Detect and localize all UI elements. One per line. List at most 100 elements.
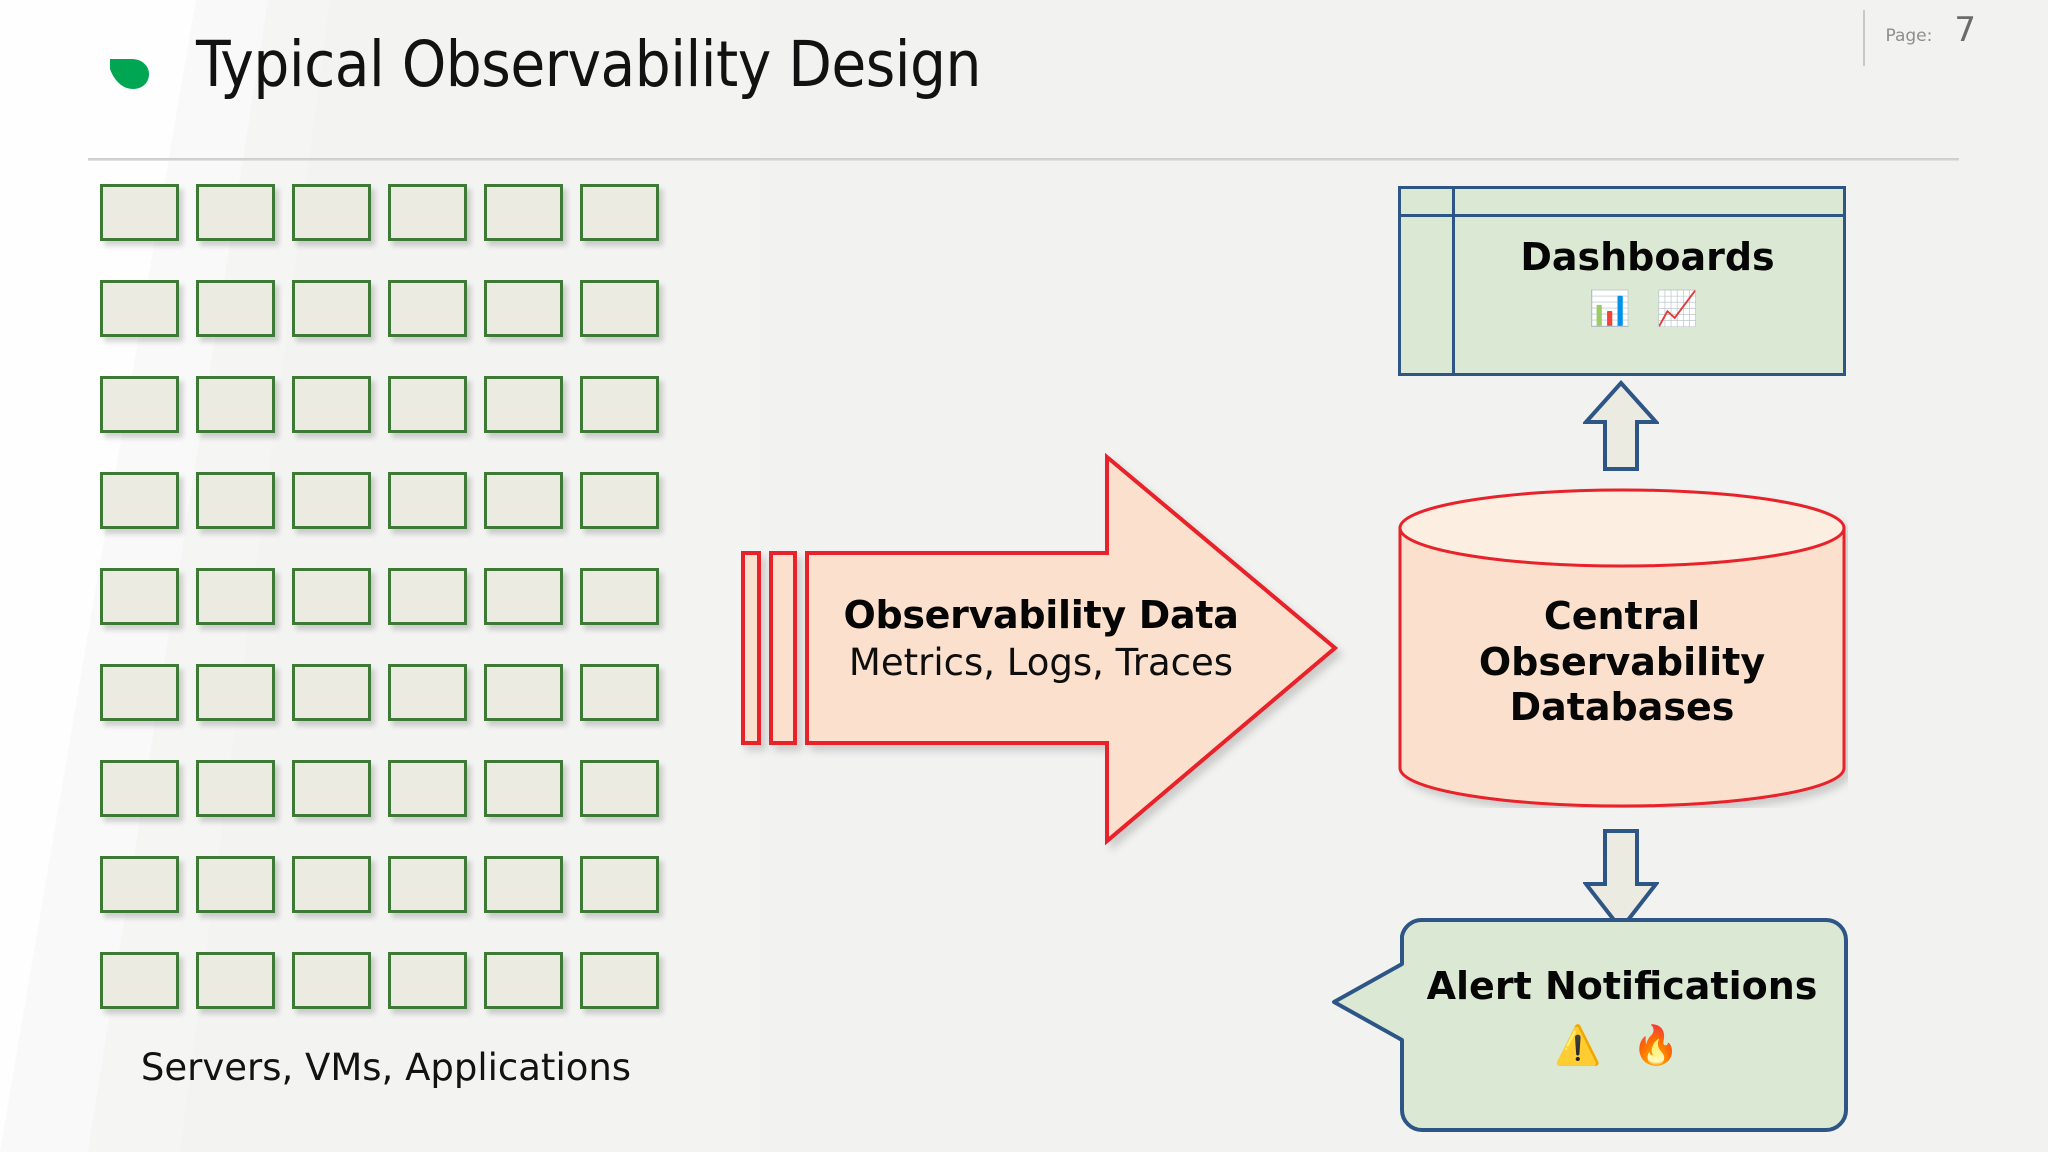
server-node-box bbox=[388, 280, 467, 337]
arrow-title: Observability Data bbox=[843, 593, 1239, 637]
server-node bbox=[576, 756, 672, 852]
server-node bbox=[576, 468, 672, 564]
server-node bbox=[288, 948, 384, 1044]
server-node-box bbox=[100, 472, 179, 529]
server-node bbox=[192, 948, 288, 1044]
server-node bbox=[384, 852, 480, 948]
server-node bbox=[192, 276, 288, 372]
server-node bbox=[96, 372, 192, 468]
server-node bbox=[384, 564, 480, 660]
server-node bbox=[480, 372, 576, 468]
server-node-box bbox=[484, 664, 563, 721]
server-node-box bbox=[388, 856, 467, 913]
server-grid bbox=[96, 180, 672, 1044]
server-node bbox=[288, 564, 384, 660]
down-arrow-icon bbox=[1583, 829, 1659, 932]
server-node-box bbox=[100, 856, 179, 913]
server-node bbox=[480, 660, 576, 756]
database-label-line-2: Observability bbox=[1478, 639, 1766, 684]
alert-title: Alert Notifications bbox=[1426, 964, 1818, 1008]
server-node-box bbox=[388, 760, 467, 817]
database-label: Central Observability Databases bbox=[1396, 594, 1848, 731]
dashboards-panel[interactable]: Dashboards 📊 📈 bbox=[1398, 186, 1846, 376]
server-node-box bbox=[196, 472, 275, 529]
server-node-box bbox=[388, 472, 467, 529]
central-database-cylinder[interactable]: Central Observability Databases bbox=[1396, 488, 1848, 808]
server-node-box bbox=[580, 952, 659, 1009]
server-node bbox=[576, 276, 672, 372]
server-node bbox=[384, 276, 480, 372]
server-node-box bbox=[484, 280, 563, 337]
server-node-box bbox=[292, 568, 371, 625]
server-node bbox=[288, 660, 384, 756]
header-divider bbox=[88, 158, 1959, 161]
server-node-box bbox=[292, 664, 371, 721]
server-node-box bbox=[388, 568, 467, 625]
server-node bbox=[576, 372, 672, 468]
server-node bbox=[96, 180, 192, 276]
server-node-box bbox=[484, 952, 563, 1009]
server-node-box bbox=[100, 952, 179, 1009]
server-node-box bbox=[100, 376, 179, 433]
server-node-box bbox=[292, 760, 371, 817]
server-node-box bbox=[100, 760, 179, 817]
server-node bbox=[480, 564, 576, 660]
server-node bbox=[384, 948, 480, 1044]
server-node-box bbox=[484, 184, 563, 241]
callout-bubble-icon bbox=[1332, 917, 1848, 1132]
striped-right-arrow-icon bbox=[741, 452, 1339, 846]
server-node bbox=[480, 276, 576, 372]
server-node-box bbox=[196, 568, 275, 625]
dashboards-title: Dashboards bbox=[1520, 235, 1775, 279]
server-node-box bbox=[292, 280, 371, 337]
server-node bbox=[288, 276, 384, 372]
server-node-box bbox=[196, 664, 275, 721]
server-node-box bbox=[292, 472, 371, 529]
database-label-line-3: Databases bbox=[1509, 685, 1735, 730]
server-node-box bbox=[196, 760, 275, 817]
green-leaf-logo-icon bbox=[110, 59, 149, 89]
server-node bbox=[96, 660, 192, 756]
dashboards-column-divider bbox=[1452, 189, 1455, 373]
server-node-box bbox=[292, 376, 371, 433]
server-node bbox=[384, 372, 480, 468]
server-node-box bbox=[292, 856, 371, 913]
server-node bbox=[480, 468, 576, 564]
server-node bbox=[96, 468, 192, 564]
server-node-box bbox=[196, 184, 275, 241]
server-node bbox=[576, 852, 672, 948]
server-node bbox=[96, 948, 192, 1044]
page-label: Page: bbox=[1885, 26, 1933, 46]
server-node bbox=[288, 756, 384, 852]
page-number: 7 bbox=[1954, 10, 1976, 50]
server-node bbox=[576, 948, 672, 1044]
server-node bbox=[384, 468, 480, 564]
server-node bbox=[480, 948, 576, 1044]
server-node-box bbox=[196, 280, 275, 337]
server-node bbox=[288, 372, 384, 468]
server-node-box bbox=[292, 184, 371, 241]
observability-data-arrow: Observability Data Metrics, Logs, Traces bbox=[735, 425, 1355, 865]
alert-notifications-bubble[interactable]: Alert Notifications ⚠️ 🔥 bbox=[1330, 916, 1850, 1138]
server-node bbox=[384, 660, 480, 756]
server-node-box bbox=[388, 952, 467, 1009]
page-indicator: Page: 7 bbox=[1863, 10, 1976, 66]
server-node bbox=[384, 756, 480, 852]
server-node-box bbox=[388, 376, 467, 433]
server-node-box bbox=[580, 856, 659, 913]
server-node-box bbox=[580, 280, 659, 337]
server-node bbox=[576, 660, 672, 756]
server-node bbox=[192, 852, 288, 948]
server-node bbox=[96, 276, 192, 372]
server-node-box bbox=[100, 280, 179, 337]
server-node-box bbox=[580, 760, 659, 817]
server-node bbox=[480, 756, 576, 852]
server-node bbox=[192, 468, 288, 564]
alert-status-icons: ⚠️ 🔥 bbox=[1554, 1025, 1690, 1067]
server-node bbox=[192, 372, 288, 468]
server-node-box bbox=[484, 760, 563, 817]
up-arrow-icon bbox=[1583, 380, 1659, 471]
server-node-box bbox=[196, 856, 275, 913]
server-node-box bbox=[484, 472, 563, 529]
server-node-box bbox=[388, 184, 467, 241]
